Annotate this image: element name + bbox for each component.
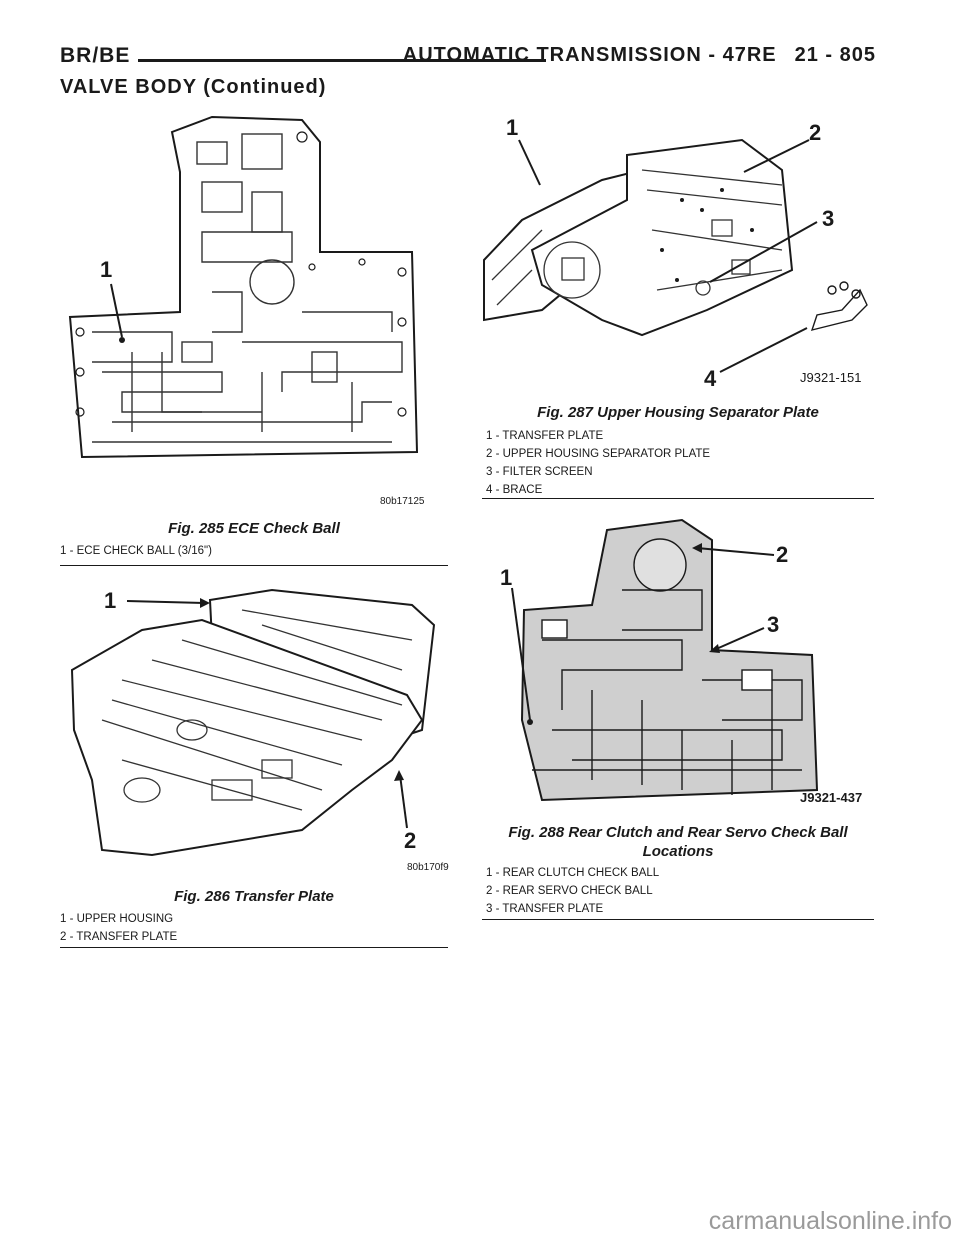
fig285-legend: 1 - ECE CHECK BALL (3/16") xyxy=(60,542,212,560)
fig285-caption: Fig. 285 ECE Check Ball xyxy=(168,520,340,537)
fig288-callout-3: 3 xyxy=(767,612,779,637)
fig287-legend-item: 2 - UPPER HOUSING SEPARATOR PLATE xyxy=(486,448,711,460)
fig287-legend-item: 3 - FILTER SCREEN xyxy=(486,466,593,478)
fig287-legend: 1 - TRANSFER PLATE 2 - UPPER HOUSING SEP… xyxy=(486,427,710,499)
fig285-divider xyxy=(60,565,448,566)
fig288-legend: 1 - REAR CLUTCH CHECK BALL 2 - REAR SERV… xyxy=(486,864,659,918)
fig288-illustration: 1 2 3 J9321-437 xyxy=(482,510,874,815)
section-title: VALVE BODY (Continued) xyxy=(60,76,327,98)
fig288-callout-1: 1 xyxy=(500,565,512,590)
header-rule xyxy=(138,59,546,62)
fig286-code: 80b170f9 xyxy=(407,862,449,873)
fig285-code: 80b17125 xyxy=(380,496,425,507)
fig287-legend-item: 4 - BRACE xyxy=(486,484,543,496)
fig286-legend: 1 - UPPER HOUSING 2 - TRANSFER PLATE xyxy=(60,910,177,946)
fig287-callout-4: 4 xyxy=(704,366,717,391)
fig287-code: J9321-151 xyxy=(800,370,861,385)
fig288-divider xyxy=(482,919,874,920)
fig285-illustration: 1 80b17125 xyxy=(62,112,450,514)
fig288-legend-item: 1 - REAR CLUTCH CHECK BALL xyxy=(486,867,660,879)
fig288-caption-line2: Locations xyxy=(642,843,714,860)
fig287-callout-3: 3 xyxy=(822,206,834,231)
fig287-caption: Fig. 287 Upper Housing Separator Plate xyxy=(537,404,819,421)
header-title: AUTOMATIC TRANSMISSION - 47RE 21 - 805 xyxy=(403,44,876,67)
fig285-legend-item: 1 - ECE CHECK BALL (3/16") xyxy=(60,545,212,557)
fig288-legend-item: 3 - TRANSFER PLATE xyxy=(486,903,604,915)
fig286-divider xyxy=(60,947,448,948)
watermark: carmanualsonline.info xyxy=(708,1207,952,1235)
fig286-callout-1: 1 xyxy=(104,588,116,613)
fig285-callout-1: 1 xyxy=(100,257,112,282)
fig288-code: J9321-437 xyxy=(800,790,862,805)
fig286-caption: Fig. 286 Transfer Plate xyxy=(174,888,334,905)
fig286-legend-item: 2 - TRANSFER PLATE xyxy=(60,931,178,943)
header-chapter: AUTOMATIC TRANSMISSION - 47RE xyxy=(402,44,777,66)
fig287-illustration: 1 2 3 4 J9321-151 xyxy=(482,110,874,395)
header-model: BR/BE xyxy=(60,44,131,67)
page-header: BR/BE AUTOMATIC TRANSMISSION - 47RE 21 - … xyxy=(60,42,876,72)
fig287-legend-item: 1 - TRANSFER PLATE xyxy=(486,430,604,442)
fig287-divider xyxy=(482,498,874,499)
fig286-callout-2: 2 xyxy=(404,828,416,853)
fig288-caption: Fig. 288 Rear Clutch and Rear Servo Chec… xyxy=(482,823,874,861)
fig286-legend-item: 1 - UPPER HOUSING xyxy=(60,913,174,925)
fig288-callout-2: 2 xyxy=(776,542,788,567)
fig287-callout-2: 2 xyxy=(809,120,821,145)
fig287-callout-1: 1 xyxy=(506,115,518,140)
fig288-legend-item: 2 - REAR SERVO CHECK BALL xyxy=(486,885,653,897)
fig288-caption-line1: Fig. 288 Rear Clutch and Rear Servo Chec… xyxy=(508,824,848,841)
page-number: 21 - 805 xyxy=(794,44,876,66)
fig286-illustration: 1 2 80b170f9 xyxy=(62,580,450,880)
